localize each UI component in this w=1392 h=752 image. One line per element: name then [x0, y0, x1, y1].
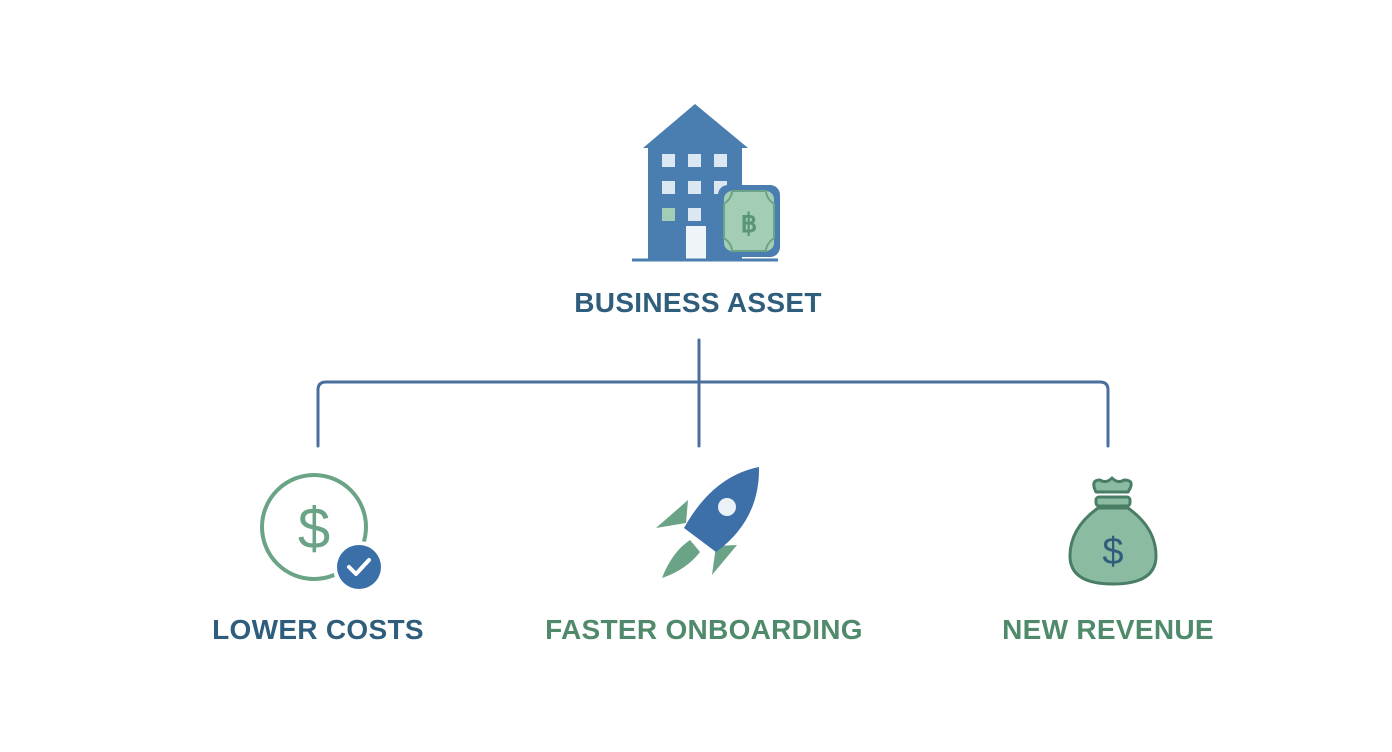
branch-label-new-revenue: NEW REVENUE — [1002, 614, 1214, 645]
svg-text:฿: ฿ — [741, 208, 758, 238]
dollar-circle-check-icon: $ — [260, 473, 385, 593]
money-bag-icon: $ — [1068, 476, 1158, 586]
rocket-icon — [656, 467, 760, 578]
connector-crossbar — [316, 380, 1110, 448]
svg-text:$: $ — [1102, 531, 1123, 573]
branch-label-lower-costs: LOWER COSTS — [212, 614, 424, 645]
svg-text:$: $ — [298, 496, 330, 561]
building-with-currency-icon: ฿ — [632, 104, 780, 262]
root-label: BUSINESS ASSET — [574, 287, 822, 318]
branch-label-faster-onboarding: FASTER ONBOARDING — [545, 614, 863, 645]
connector-lines — [316, 338, 1110, 448]
